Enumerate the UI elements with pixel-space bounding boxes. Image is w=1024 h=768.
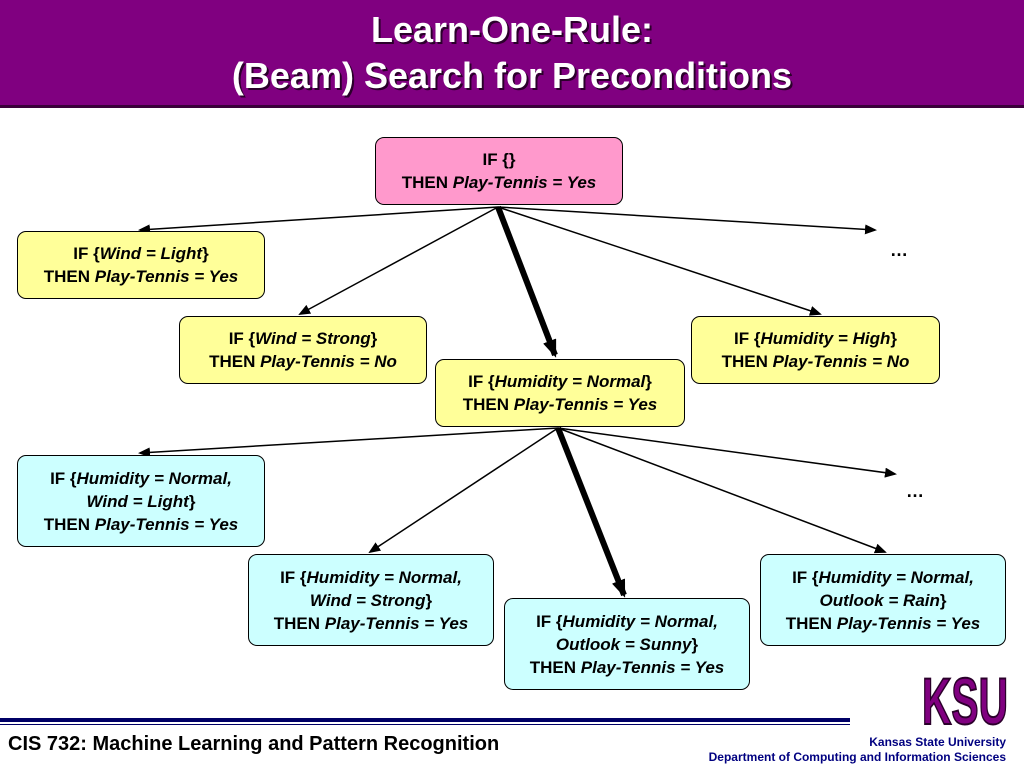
- rule-condition-2: Wind = Strong: [309, 590, 426, 610]
- edge-root-to-wind-light: [138, 206, 499, 235]
- rule-then-label: THEN: [462, 395, 510, 414]
- rule-if-open: IF {: [734, 329, 761, 348]
- rule-consequent: Play-Tennis = Yes: [94, 267, 239, 286]
- edge-hn-to-outlook-sunny: [555, 426, 627, 598]
- rule-if-open: IF {: [468, 372, 495, 391]
- rule-if-open: IF {: [280, 567, 307, 587]
- edge-hn-to-wind-strong: [368, 427, 559, 554]
- rule-consequent: Play-Tennis = No: [772, 352, 910, 371]
- rule-condition-1: Humidity = Normal,: [306, 567, 462, 587]
- rule-node-wind-strong: IF {Wind = Strong} THEN Play-Tennis = No: [179, 316, 427, 384]
- rule-then-label: THEN: [43, 267, 91, 286]
- rule-condition-1: Humidity = Normal,: [76, 468, 232, 488]
- rule-consequent: Play-Tennis = Yes: [513, 395, 658, 414]
- rule-consequent: Play-Tennis = Yes: [580, 657, 725, 677]
- rule-consequent: Play-Tennis = Yes: [324, 613, 469, 633]
- rule-condition: Wind = Strong: [255, 329, 371, 348]
- rule-condition: Humidity = Normal: [494, 372, 646, 391]
- rule-consequent: Play-Tennis = No: [260, 352, 397, 371]
- slide-title-line1: Learn-One-Rule:: [370, 9, 654, 50]
- edge-root-to-humidity-normal: [495, 205, 558, 358]
- rule-node-hn-wind-strong: IF {Humidity = Normal, Wind = Strong} TH…: [248, 554, 494, 646]
- rule-node-wind-light: IF {Wind = Light} THEN Play-Tennis = Yes: [17, 231, 265, 299]
- rule-node-humidity-normal: IF {Humidity = Normal} THEN Play-Tennis …: [435, 359, 685, 427]
- rule-then-label: THEN: [529, 657, 577, 677]
- rule-node-hn-outlook-rain: IF {Humidity = Normal, Outlook = Rain} T…: [760, 554, 1006, 646]
- footer-rule: [0, 718, 850, 722]
- rule-then-label: THEN: [785, 613, 833, 633]
- edge-hn-to-more: [557, 427, 897, 478]
- rule-then-label: THEN: [401, 173, 449, 192]
- rule-then-label: THEN: [43, 514, 91, 534]
- rule-consequent: Play-Tennis = Yes: [836, 613, 981, 633]
- rule-if-open: IF {: [228, 329, 256, 348]
- rule-if-close: }: [939, 590, 947, 610]
- university-block: Kansas State University Department of Co…: [709, 735, 1006, 765]
- rule-if-label: IF {}: [482, 150, 516, 169]
- rule-condition-2: Wind = Light: [86, 491, 189, 511]
- rule-consequent: Play-Tennis = Yes: [452, 173, 597, 192]
- more-rules-ellipsis-2: …: [906, 481, 924, 501]
- rule-condition: Wind = Light: [99, 244, 203, 263]
- rule-then-label: THEN: [273, 613, 321, 633]
- rule-condition-2: Outlook = Rain: [819, 590, 940, 610]
- rule-condition-2: Outlook = Sunny: [555, 634, 692, 654]
- edge-root-to-more: [497, 206, 877, 235]
- rule-node-hn-outlook-sunny: IF {Humidity = Normal, Outlook = Sunny} …: [504, 598, 750, 690]
- department-name: Department of Computing and Information …: [708, 750, 1006, 764]
- ksu-logo: KSU: [921, 663, 1009, 732]
- more-rules-ellipsis: …: [890, 240, 908, 260]
- slide-title-line2: (Beam) Search for Preconditions: [231, 55, 793, 96]
- rule-then-label: THEN: [721, 352, 768, 371]
- university-name: Kansas State University: [869, 735, 1006, 749]
- edge-hn-to-outlook-rain: [557, 427, 887, 554]
- rule-node-humidity-high: IF {Humidity = High} THEN Play-Tennis = …: [691, 316, 940, 384]
- edge-hn-to-wind-light: [138, 427, 559, 458]
- title-bar: Learn-One-Rule: (Beam) Search for Precon…: [0, 0, 1024, 108]
- ksu-logo-text: KSU: [922, 664, 1008, 732]
- rule-consequent: Play-Tennis = Yes: [94, 514, 239, 534]
- rule-if-close: }: [691, 634, 699, 654]
- rule-if-close: }: [425, 590, 433, 610]
- rule-condition: Humidity = High: [760, 329, 891, 348]
- rule-node-hn-wind-light: IF {Humidity = Normal, Wind = Light} THE…: [17, 455, 265, 547]
- edge-root-to-humidity-high: [497, 206, 822, 316]
- footer-rule-thin: [0, 724, 850, 725]
- rule-if-open: IF {: [50, 468, 77, 488]
- rule-if-close: }: [188, 491, 196, 511]
- rule-if-close: }: [645, 372, 652, 391]
- edge-root-to-wind-strong: [298, 206, 499, 315]
- rule-then-label: THEN: [209, 352, 256, 371]
- rule-if-open: IF {: [792, 567, 819, 587]
- rule-if-open: IF {: [536, 611, 563, 631]
- rule-if-open: IF {: [73, 244, 100, 263]
- rule-condition-1: Humidity = Normal,: [818, 567, 974, 587]
- course-title: CIS 732: Machine Learning and Pattern Re…: [8, 733, 500, 755]
- rule-condition-1: Humidity = Normal,: [562, 611, 718, 631]
- rule-if-close: }: [890, 329, 897, 348]
- rule-if-close: }: [202, 244, 209, 263]
- rule-node-root: IF {} THEN Play-Tennis = Yes: [375, 137, 623, 205]
- rule-if-close: }: [370, 329, 378, 348]
